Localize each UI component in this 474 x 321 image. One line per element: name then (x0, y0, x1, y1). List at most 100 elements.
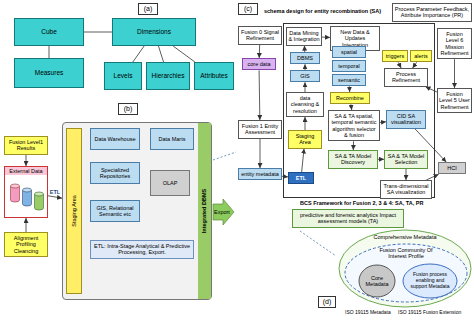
framework-frame (284, 24, 435, 198)
node-text: Process Refinement (386, 71, 426, 84)
node-text: SA & TA spatial, temporal semantic algor… (330, 113, 378, 138)
cylinder-top (23, 188, 32, 192)
node-text: (a) (144, 5, 153, 13)
node-text: Dimensions (137, 28, 171, 35)
node-text: Comprehensive Metadata (374, 234, 437, 240)
node-text: GIS, Relational Semantic etc (92, 205, 138, 218)
node-text: alerts (414, 53, 427, 59)
node-text: entity metadata (241, 171, 279, 177)
connector (260, 139, 261, 168)
process-box: Data Marts (150, 128, 194, 150)
connector (133, 46, 144, 62)
annotation: ISO 19115 Fusion Extension (398, 310, 461, 316)
node-text: (b) (124, 105, 133, 113)
node-text: Staging Area (71, 195, 77, 227)
connector (26, 155, 27, 166)
node-text: spatial (341, 49, 357, 55)
connector (49, 46, 50, 58)
note-box: alerts (410, 50, 432, 62)
connector (302, 149, 304, 172)
process-box: spatial (332, 46, 366, 58)
panel-tag: (c) (238, 3, 258, 15)
connector-label: ETL (50, 189, 60, 195)
ellipse-shape (339, 230, 471, 307)
node-text: Fusion process enabling and support Meta… (409, 272, 451, 289)
connector (305, 117, 306, 130)
process-box: temporal (332, 60, 366, 72)
process-box: CID SA visualization (386, 110, 426, 129)
node-text: data cleansing & resolution (288, 95, 322, 114)
export-arrow (213, 199, 234, 225)
connectors (26, 32, 455, 232)
process-box: SA & TA spatial, temporal semantic algor… (328, 110, 380, 141)
note-box: triggers (382, 50, 408, 62)
connector (48, 196, 62, 198)
process-box: Data Warehouse (90, 128, 140, 150)
connector (173, 46, 195, 62)
node-text: semantic (338, 77, 360, 83)
ellipse-shape (403, 264, 457, 298)
node-text: (c) (244, 5, 252, 13)
node-text: DBMS (297, 55, 313, 61)
node-text: Data Warehouse (94, 136, 135, 142)
connector (84, 32, 112, 33)
metadata-ellipse: Fusion process enabling and support Meta… (402, 263, 458, 299)
connector (406, 169, 407, 180)
process-box: Fusion Level 5 User Refinement (437, 88, 472, 113)
panel-tag: (a) (138, 3, 158, 15)
node-text: Core Metadata (362, 275, 392, 288)
process-box: Process Refinement (384, 68, 428, 87)
node-text: GIS (300, 73, 309, 79)
metadata-ellipse: Comprehensive MetadataFusion Community O… (338, 229, 472, 308)
node-text: Fusion Level1 Results (6, 139, 46, 152)
node-text: HCI (447, 165, 456, 171)
process-box: Fusion 0 Signal Refinement (238, 26, 282, 45)
connector (353, 141, 354, 150)
note-box: Fusion Level1 Results (4, 136, 48, 155)
process-box: Fusion Level 6 Mission Refinement (437, 28, 472, 59)
model-box: SA & TA Model Selection (384, 150, 428, 169)
metadata-ellipse: Core Metadata (358, 264, 396, 298)
node-text: Process Parameter Feedback, Attribute Im… (394, 6, 470, 19)
olap-box: Attributes (194, 62, 234, 90)
node-text: Specialized Repositories (92, 167, 138, 180)
cylinder-icon (11, 186, 20, 202)
panel-tag: (b) (118, 103, 138, 115)
zoom-line (300, 231, 336, 256)
ellipse-shape (345, 244, 467, 302)
node-text: core data (248, 61, 271, 67)
note-box: Alignment Profiling Cleancing (4, 232, 48, 257)
process-box: GIS, Relational Semantic etc (90, 200, 140, 222)
process-box: semantic (332, 74, 366, 86)
node-text: Staging Area (290, 133, 320, 146)
database-icons (11, 184, 44, 210)
zoom-line (213, 152, 236, 160)
process-box: data cleansing & resolution (286, 92, 324, 117)
node-text: predictive and forensic analytics Impact… (294, 212, 402, 225)
connector (158, 46, 163, 62)
connector (426, 87, 437, 92)
node-text: temporal (338, 63, 359, 69)
node-text: Hierarchies (152, 72, 185, 79)
process-box: DBMS (290, 52, 320, 64)
node-text: Trans-dimensional SA visualization (382, 183, 430, 196)
process-box: Data Mining & Integration (286, 27, 322, 46)
node-text: Fusion 0 Signal Refinement (240, 29, 280, 42)
node-text: ETL (296, 175, 306, 181)
annotation: Export (214, 209, 230, 215)
process-box: Specialized Repositories (90, 162, 140, 184)
olap-box: Cube (14, 18, 84, 46)
node-text: Fusion Community Of Interest Profile (371, 247, 441, 260)
node-text: Integrated DBMS (201, 189, 207, 233)
node-text: Measures (35, 69, 64, 76)
connector (305, 82, 306, 92)
staging-bar: Staging Area (66, 128, 82, 294)
node-text: Alignment Profiling Cleancing (6, 235, 46, 254)
connector (26, 218, 27, 232)
metadata-ellipse: Fusion Community Of Interest ProfileCore… (344, 243, 468, 303)
node-text: (d) (323, 298, 332, 306)
connector (259, 45, 260, 58)
process-box: ETL: Intra-Stage Analytical & Predictive… (90, 240, 194, 259)
cylinder-top (11, 184, 20, 188)
